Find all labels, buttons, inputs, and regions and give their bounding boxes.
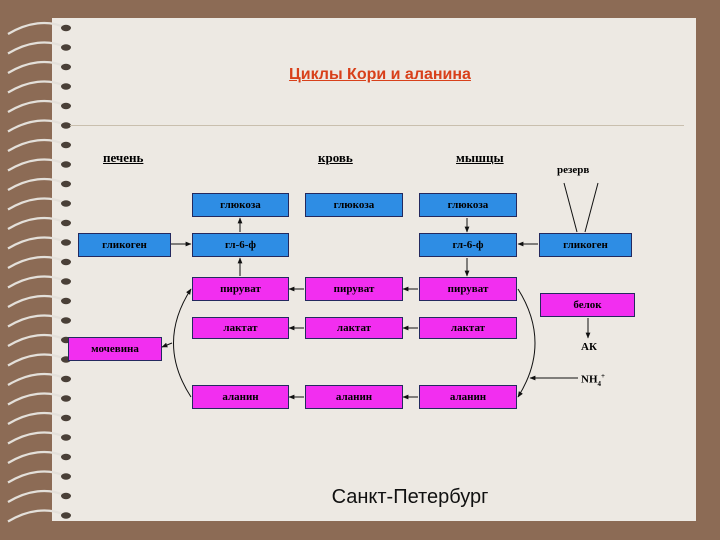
muscle-g6p-box: гл-6-ф	[419, 233, 517, 257]
column-label-liver: печень	[103, 150, 144, 165]
spiral-binding	[7, 21, 71, 523]
spiral-ring	[7, 411, 71, 425]
spiral-ring	[7, 138, 71, 152]
spiral-ring	[7, 119, 71, 133]
reserve-line-left	[563, 182, 578, 233]
spiral-ring	[7, 60, 71, 74]
blood-pyruvate-box: пируват	[305, 277, 403, 301]
blood-alanine-box: аланин	[305, 385, 403, 409]
arrow-ammonia-to-urea	[161, 342, 173, 348]
muscle-glycogen-box: гликоген	[539, 233, 632, 257]
amino-acids-label: АК	[581, 341, 597, 353]
muscle-pyruvate-box: пируват	[419, 277, 517, 301]
column-label-muscle: мышцы	[456, 150, 504, 165]
ammonium-superscript: +	[601, 372, 605, 380]
urea-box: мочевина	[68, 337, 162, 361]
diagram-title: Циклы Кори и аланина	[289, 66, 471, 83]
liver-lactate-box: лактат	[192, 317, 289, 339]
spiral-ring	[7, 41, 71, 55]
arrow-pyruvate-to-alanine-muscle	[517, 288, 536, 398]
liver-pyruvate-box: пируват	[192, 277, 289, 301]
liver-glycogen-box: гликоген	[78, 233, 171, 257]
spiral-ring	[7, 294, 71, 308]
spiral-ring	[7, 372, 71, 386]
spiral-ring	[7, 509, 71, 523]
spiral-ring	[7, 275, 71, 289]
spiral-ring	[7, 450, 71, 464]
footer-city: Санкт-Петербург	[331, 486, 489, 508]
spiral-ring	[7, 216, 71, 230]
spiral-ring	[7, 392, 71, 406]
liver-g6p-box: гл-6-ф	[192, 233, 289, 257]
protein-box: белок	[540, 293, 635, 317]
spiral-ring	[7, 197, 71, 211]
spiral-ring	[7, 489, 71, 503]
muscle-alanine-box: аланин	[419, 385, 517, 409]
liver-alanine-box: аланин	[192, 385, 289, 409]
arrow-alanine-to-pyruvate-liver	[173, 288, 192, 398]
spiral-ring	[7, 177, 71, 191]
column-label-blood: кровь	[318, 150, 353, 165]
ammonium-subscript: 4	[597, 379, 602, 388]
ammonium-label: NH4+	[581, 372, 605, 388]
paper-page	[52, 18, 696, 521]
reserve-label: резерв	[557, 164, 590, 176]
blood-lactate-box: лактат	[305, 317, 403, 339]
spiral-ring	[7, 314, 71, 328]
spiral-ring	[7, 470, 71, 484]
muscle-glucose-box: глюкоза	[419, 193, 517, 217]
liver-glucose-box: глюкоза	[192, 193, 289, 217]
ammonium-base: NH	[581, 373, 598, 386]
title-divider	[70, 125, 684, 126]
spiral-ring	[7, 21, 71, 35]
spiral-ring	[7, 255, 71, 269]
spiral-ring	[7, 80, 71, 94]
blood-glucose-box: глюкоза	[305, 193, 403, 217]
spiral-ring	[7, 236, 71, 250]
muscle-lactate-box: лактат	[419, 317, 517, 339]
spiral-ring	[7, 99, 71, 113]
spiral-ring	[7, 431, 71, 445]
spiral-ring	[7, 158, 71, 172]
reserve-line-right	[584, 182, 599, 233]
